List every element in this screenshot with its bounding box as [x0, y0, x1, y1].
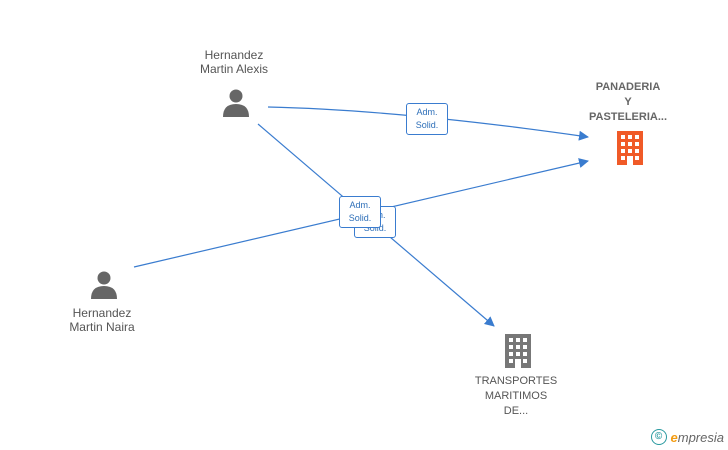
edge-label-line: Solid.	[363, 223, 387, 233]
brand-logo: empresia	[670, 429, 724, 445]
edge-label-line: Solid.	[415, 120, 439, 130]
building-icon[interactable]	[615, 131, 645, 165]
name-line: MARITIMOS	[484, 390, 548, 402]
person-label-alexis: Hernandez Martin Alexis	[184, 48, 284, 76]
watermark: © empresia	[650, 429, 724, 445]
edge-label-badge[interactable]: Adm. Solid.	[406, 103, 448, 135]
building-icon[interactable]	[503, 334, 533, 368]
name-line: DE...	[503, 405, 529, 417]
name-line: PANADERIA	[595, 81, 661, 93]
edge-label-badge[interactable]: Adm. Solid.	[339, 196, 381, 228]
name-line: Hernandez	[72, 306, 132, 320]
name-line: Martin Alexis	[199, 62, 269, 76]
copyright-icon: ©	[650, 429, 667, 445]
person-icon[interactable]	[89, 270, 119, 300]
company-label-panaderia: PANADERIA Y PASTELERIA...	[568, 80, 688, 125]
name-line: TRANSPORTES	[474, 375, 558, 387]
person-label-naira: Hernandez Martin Naira	[52, 306, 152, 334]
name-line: PASTELERIA...	[588, 111, 668, 123]
edge-label-line: Solid.	[348, 213, 372, 223]
name-line: Y	[624, 96, 632, 108]
edge-label-line: Adm.	[349, 200, 371, 210]
name-line: Martin Naira	[69, 320, 135, 334]
company-label-transportes: TRANSPORTES MARITIMOS DE...	[456, 374, 576, 419]
edge-label-line: Adm.	[416, 107, 438, 117]
name-line: Hernandez	[204, 48, 264, 62]
person-icon[interactable]	[221, 88, 251, 118]
